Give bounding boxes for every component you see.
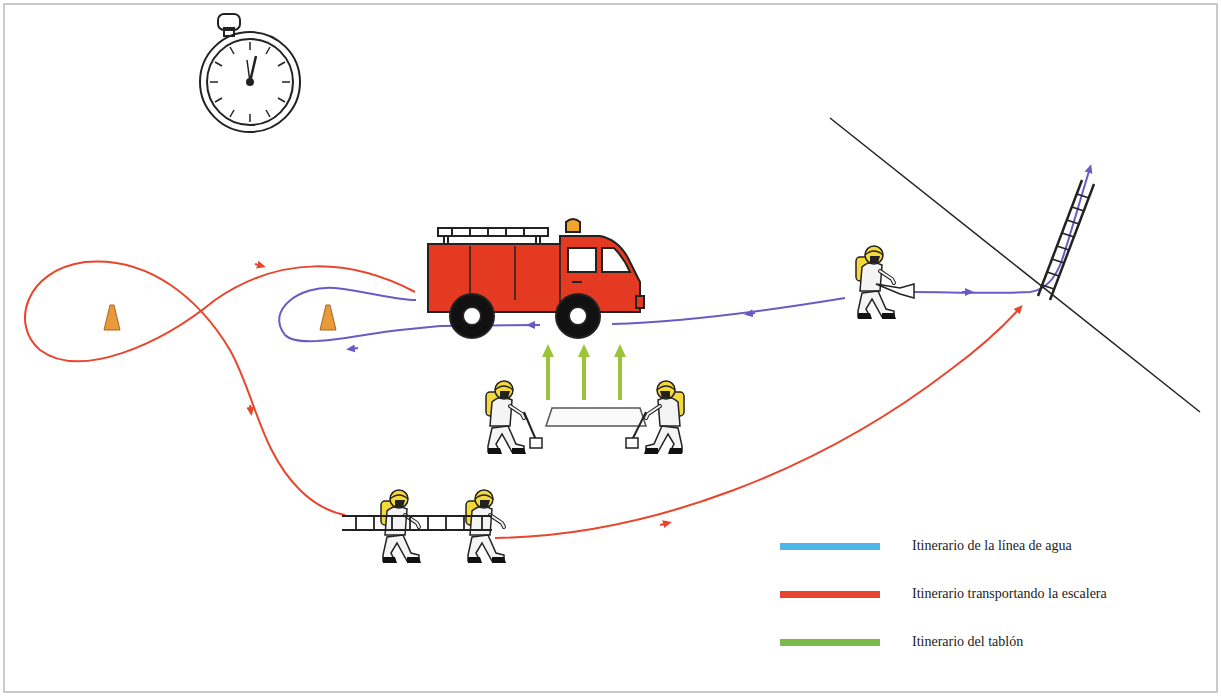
legend-row: Itinerario de la línea de agua <box>780 522 1107 570</box>
legend-text: Itinerario transportando la escalera <box>912 586 1107 602</box>
fire-truck <box>428 219 644 338</box>
plank-route <box>548 350 620 400</box>
legend-text: Itinerario de la línea de agua <box>912 538 1072 554</box>
water-line-route <box>279 168 1090 349</box>
legend-swatch <box>780 543 880 550</box>
firefighter-with-hose <box>856 246 914 319</box>
legend-swatch <box>780 591 880 598</box>
page-frame <box>4 4 1217 692</box>
firefighters-carrying-ladder <box>342 490 506 563</box>
wall <box>830 118 1200 412</box>
firefighters-with-mallets <box>486 381 684 454</box>
legend-swatch <box>780 639 880 646</box>
legend-text: Itinerario del tablón <box>912 634 1023 650</box>
legend-row: Itinerario transportando la escalera <box>780 570 1107 618</box>
stopwatch <box>200 14 300 132</box>
plank <box>546 408 646 426</box>
traffic-cone <box>104 305 336 330</box>
wall-ladder <box>1038 180 1094 300</box>
legend-row: Itinerario del tablón <box>780 618 1107 666</box>
legend: Itinerario de la línea de aguaItinerario… <box>780 522 1107 666</box>
